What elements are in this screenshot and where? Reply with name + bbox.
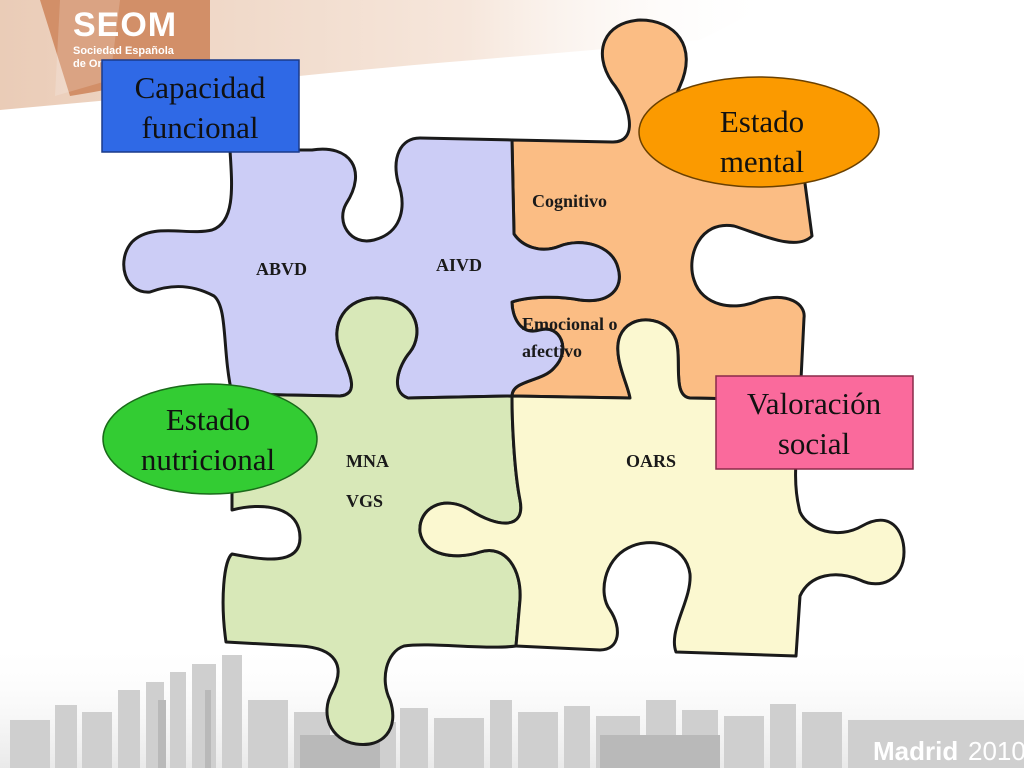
seom-logo: SEOM Sociedad Española de On <box>73 6 177 70</box>
label-cognitivo: Cognitivo <box>532 191 607 211</box>
city-skyline <box>0 640 1024 768</box>
logo-line-2: de On <box>73 58 104 70</box>
callout-nutricional-line1: Estado <box>166 402 250 437</box>
footer-year: 2010 <box>968 736 1024 766</box>
label-emocional: Emocional o <box>522 314 618 334</box>
label-afectivo: afectivo <box>522 341 582 361</box>
label-mna: MNA <box>346 451 389 471</box>
callout-capacidad-funcional: Capacidad funcional <box>101 59 300 153</box>
callout-nutricional-line2: nutricional <box>141 442 275 477</box>
logo-line-1: Sociedad Española <box>73 45 175 57</box>
label-oars: OARS <box>626 451 676 471</box>
callout-social-line2: social <box>778 426 850 461</box>
label-aivd: AIVD <box>436 255 482 275</box>
logo-name: SEOM <box>73 6 177 44</box>
footer-label: Madrid 2010 <box>873 736 1024 766</box>
puzzle-piece-blue <box>122 136 621 400</box>
callout-capacidad-line2: funcional <box>141 110 258 145</box>
callout-valoracion-social: Valoración social <box>715 375 914 470</box>
label-vgs: VGS <box>346 491 383 511</box>
callout-capacidad-line1: Capacidad <box>135 70 266 105</box>
callout-estado-mental: Estado mental <box>638 76 880 188</box>
callout-estado-nutricional: Estado nutricional <box>102 383 318 495</box>
label-abvd: ABVD <box>256 259 307 279</box>
footer-city: Madrid <box>873 736 958 766</box>
callout-mental-line2: mental <box>720 144 804 179</box>
callout-mental-line1: Estado <box>720 104 804 139</box>
callout-social-line1: Valoración <box>747 386 882 421</box>
